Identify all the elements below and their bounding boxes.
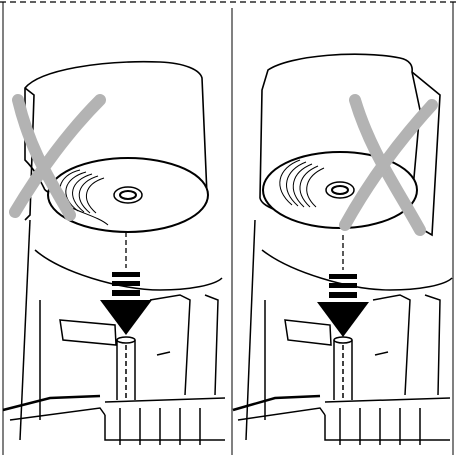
printer-housing-icon bbox=[3, 220, 225, 445]
spindle-icon bbox=[117, 337, 135, 400]
panel-right bbox=[233, 54, 452, 445]
down-arrow-icon bbox=[317, 235, 369, 337]
spindle-icon bbox=[334, 337, 352, 400]
panel-left bbox=[3, 62, 225, 445]
